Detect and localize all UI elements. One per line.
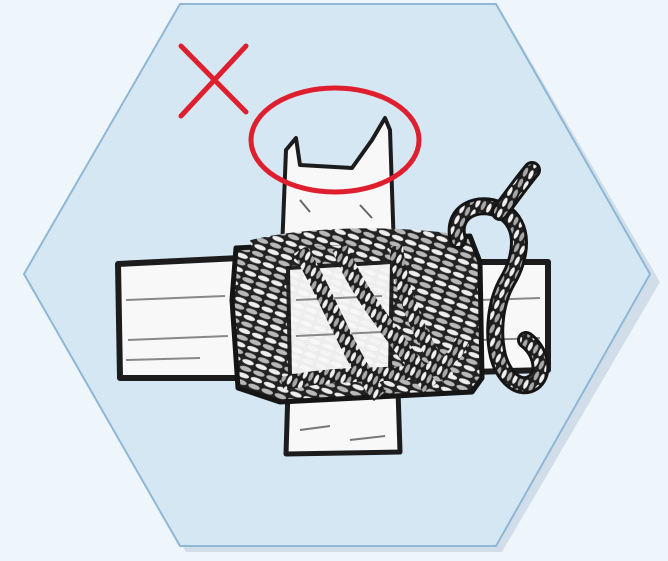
horizontal-pole-left — [118, 258, 242, 378]
rope-lashing — [232, 236, 482, 402]
